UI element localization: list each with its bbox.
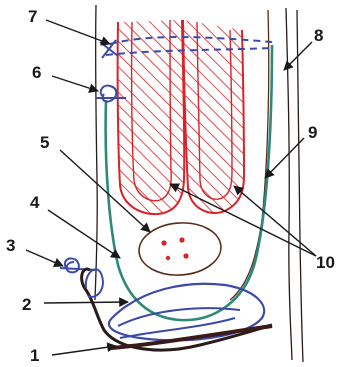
label-3: 3 (6, 236, 15, 255)
outer-wall-left (95, 5, 97, 300)
label-8: 8 (314, 26, 323, 45)
arrow-3 (26, 250, 63, 266)
oval-structure (137, 220, 222, 278)
red-structure-left (118, 20, 185, 214)
oval-dot (179, 237, 184, 242)
label-10: 10 (316, 253, 335, 272)
oval-dot (166, 256, 170, 260)
arrow-2 (44, 302, 128, 303)
blue-knot-3 (60, 258, 96, 272)
label-1: 1 (30, 346, 39, 365)
label-6: 6 (32, 63, 41, 82)
label-2: 2 (22, 295, 31, 314)
label-9: 9 (308, 123, 317, 142)
label-5: 5 (40, 133, 49, 152)
arrow-6 (52, 76, 98, 91)
label-4: 4 (30, 193, 40, 212)
outer-wall-right-b (297, 10, 303, 362)
arrow-7 (46, 20, 110, 44)
label-7: 7 (28, 7, 37, 26)
outer-wall-right-a (286, 8, 292, 360)
arrow-1 (52, 346, 116, 355)
oval-dot (161, 240, 166, 245)
red-structure-right (183, 20, 244, 213)
oval-dot (183, 253, 188, 258)
